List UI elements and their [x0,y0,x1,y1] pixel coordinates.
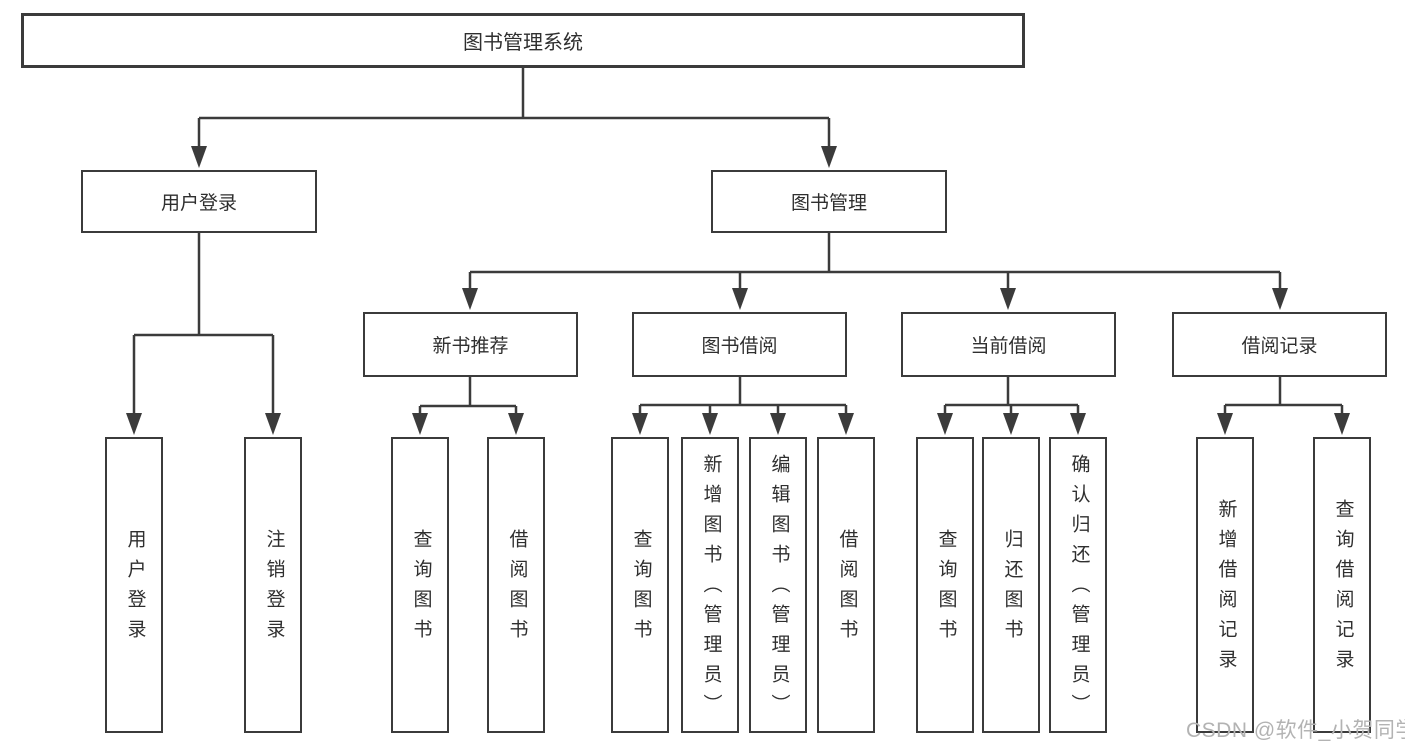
node-label: 编辑图书（管理员） [768,454,790,724]
connector-user-login-to-leaves [126,233,281,435]
connector-current-borrowing-to-leaves [937,377,1086,435]
node-label: 新增图书（管理员） [700,454,722,724]
node-label: 注销登录 [263,529,285,649]
leaf-query-books-borrowing: 查询图书 [611,437,669,733]
node-book-management: 图书管理 [711,170,947,233]
node-label: 查询借阅记录 [1332,499,1354,679]
connector-borrowing-records-to-leaves [1217,377,1350,435]
node-label: 图书管理系统 [463,32,583,54]
leaf-borrow-books-borrowing: 借阅图书 [817,437,875,733]
node-label: 归还图书 [1001,529,1023,649]
leaf-return-books: 归还图书 [982,437,1040,733]
leaf-edit-books-admin: 编辑图书（管理员） [749,437,807,733]
leaf-query-borrow-record: 查询借阅记录 [1313,437,1371,733]
connector-book-management-to-level3 [462,233,1288,310]
connector-book-borrowing-to-leaves [632,377,854,435]
node-label: 图书管理 [790,193,867,214]
node-label: 用户登录 [124,529,146,649]
leaf-query-books-recommend: 查询图书 [391,437,449,733]
node-label: 查询图书 [630,529,652,649]
node-user-login: 用户登录 [81,170,317,233]
node-label: 新增借阅记录 [1215,499,1237,679]
node-label: 借阅记录 [1241,336,1318,357]
node-label: 用户登录 [160,193,237,214]
node-label: 当前借阅 [970,336,1047,357]
leaf-add-books-admin: 新增图书（管理员） [681,437,739,733]
csdn-watermark: CSDN @软件_小贺同学 [1186,719,1405,742]
node-label: 查询图书 [410,529,432,649]
leaf-confirm-return-admin: 确认归还（管理员） [1049,437,1107,733]
node-library-management-system: 图书管理系统 [21,13,1025,68]
leaf-query-books-current: 查询图书 [916,437,974,733]
leaf-borrow-books-recommend: 借阅图书 [487,437,545,733]
leaf-add-borrow-record: 新增借阅记录 [1196,437,1254,733]
node-current-borrowing: 当前借阅 [901,312,1116,377]
node-label: 借阅图书 [506,529,528,649]
leaf-user-login: 用户登录 [105,437,163,733]
node-label: 确认归还（管理员） [1068,454,1090,724]
node-label: 查询图书 [935,529,957,649]
node-new-book-recommendation: 新书推荐 [363,312,578,377]
connector-root-to-level2 [191,68,837,168]
leaf-logout-login: 注销登录 [244,437,302,733]
node-label: 借阅图书 [836,529,858,649]
node-book-borrowing: 图书借阅 [632,312,847,377]
connector-new-book-to-leaves [412,377,524,435]
node-label: 新书推荐 [432,336,509,357]
node-borrowing-records: 借阅记录 [1172,312,1387,377]
node-label: 图书借阅 [701,336,778,357]
